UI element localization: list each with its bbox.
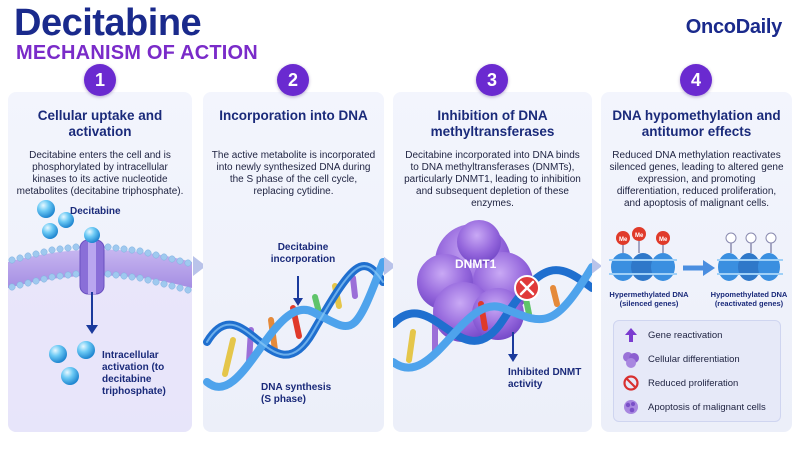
dnmt1-label: DNMT1 [455, 257, 497, 271]
brand-logo: OncoDaily [685, 16, 783, 38]
step-3-panel: Inhibition of DNA methyltransferases Dec… [393, 92, 592, 432]
legend-item-gene-reactivation: Gene reactivation [622, 325, 722, 345]
methyl-label-2: Me [635, 233, 644, 239]
flow-arrow-3-4 [589, 256, 602, 276]
step-2-badge: 2 [277, 64, 309, 96]
methyl-tag-2 [632, 227, 646, 241]
page-title: Decitabine [14, 2, 202, 44]
page-subtitle: MECHANISM OF ACTION [16, 42, 258, 64]
effects-legend: Gene reactivation Cellular differentiati… [613, 320, 781, 422]
flow-arrow-1-2 [193, 256, 206, 276]
step-4-title: DNA hypomethylation and antitumor effect… [612, 108, 781, 139]
methyl-tag-3 [656, 231, 670, 245]
flow-arrow-2-3 [383, 256, 396, 276]
legend-text-2: Cellular differentiation [648, 353, 740, 365]
decitabine-label: Decitabine [70, 206, 121, 217]
intracellular-activation-label: Intracellular activation (to decitabine … [102, 350, 166, 397]
step-1-panel: Cellular uptake and activation Decitabin… [8, 92, 192, 432]
prohibited-icon [622, 374, 640, 392]
legend-text-4: Apoptosis of malignant cells [648, 401, 766, 413]
step-3-title: Inhibition of DNA methyltransferases [430, 108, 555, 139]
legend-item-differentiation: Cellular differentiation [622, 349, 740, 369]
methyl-label-3: Me [659, 237, 668, 243]
cell-cluster-icon [622, 350, 640, 368]
cell-membrane-illustration [8, 200, 192, 432]
step-1-description: Decitabine enters the cell and is phosph… [16, 150, 184, 197]
step-4-description: Reduced DNA methylation reactivates sile… [609, 150, 784, 209]
dna-helix-illustration [203, 258, 384, 391]
step-2-title: Incorporation into DNA [219, 108, 368, 123]
legend-item-proliferation: Reduced proliferation [622, 373, 738, 393]
legend-item-apoptosis: Apoptosis of malignant cells [622, 397, 766, 417]
step-4-panel: DNA hypomethylation and antitumor effect… [601, 92, 792, 432]
apoptotic-cell-icon [622, 398, 640, 416]
step-3-badge: 3 [476, 64, 508, 96]
hypomethylated-label: Hypomethylated DNA (reactivated genes) [710, 290, 788, 308]
legend-text-3: Reduced proliferation [648, 377, 739, 389]
dna-synthesis-label: DNA synthesis (S phase) [261, 382, 332, 405]
methyl-label-1: Me [619, 237, 628, 243]
step-3-description: Decitabine incorporated into DNA binds t… [404, 150, 581, 209]
methylation-illustration [609, 227, 783, 281]
hypermethylated-label: Hypermethylated DNA (silenced genes) [609, 290, 689, 308]
legend-text-1: Gene reactivation [648, 329, 723, 341]
decitabine-incorporation-label: Decitabine incorporation [270, 242, 336, 265]
step-1-badge: 1 [84, 64, 116, 96]
inhibited-dnmt-label: Inhibited DNMT activity [508, 367, 582, 390]
methyl-tag-1 [616, 231, 630, 245]
step-1-title: Cellular uptake and activation [37, 108, 163, 139]
step-2-description: The active metabolite is incorporated in… [211, 150, 376, 197]
up-arrow-icon [622, 326, 640, 344]
step-2-panel: Incorporation into DNA The active metabo… [203, 92, 384, 432]
dnmt-inhibition-illustration [393, 220, 592, 372]
step-4-badge: 4 [680, 64, 712, 96]
